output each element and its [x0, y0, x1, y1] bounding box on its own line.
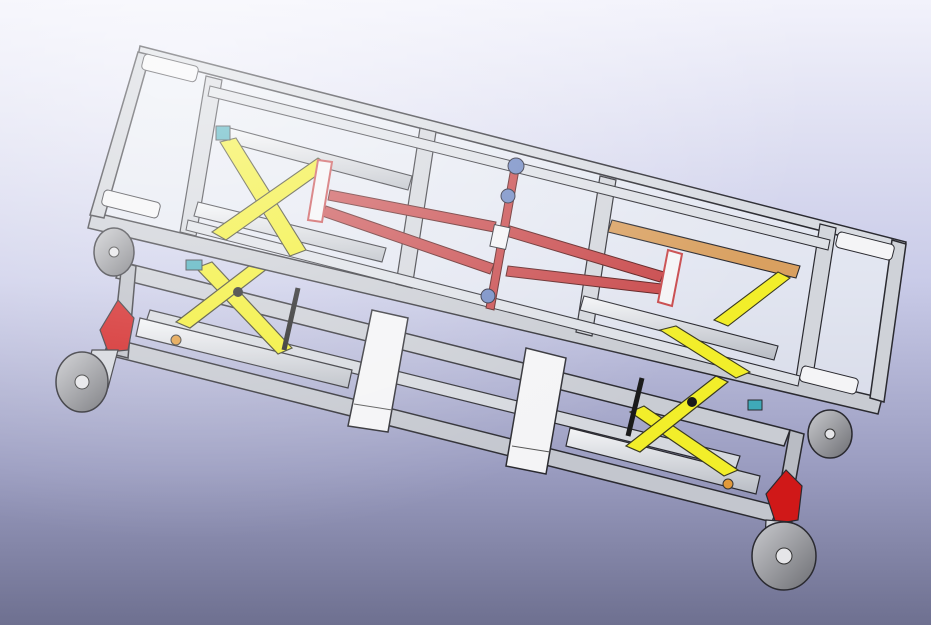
- top-frame-left-end: [89, 51, 151, 219]
- platform-handles: [101, 53, 895, 395]
- actuator-mid-gear: [500, 188, 516, 204]
- left-front-handle: [101, 189, 161, 219]
- rear-left-wheel-assembly: [93, 227, 135, 277]
- right-column-seam: [511, 445, 551, 453]
- front-left-wheel-hub: [74, 374, 90, 390]
- left-teal-bracket: [215, 125, 231, 141]
- right-teal-bracket: [747, 399, 763, 411]
- right-upper-guide-rail: [607, 219, 801, 279]
- actuator-top-gear: [507, 157, 525, 175]
- rear-right-wheel-assembly: [807, 409, 853, 459]
- front-right-wheel-hub: [775, 547, 793, 565]
- right-actuator-cylinder: [656, 248, 684, 308]
- left-scissor-pivot: [233, 287, 243, 297]
- right-upper-scissor-arm-a: [658, 325, 752, 379]
- left-rear-handle: [141, 53, 199, 83]
- right-scissor-pivot: [687, 397, 697, 407]
- front-right-caster: [751, 469, 817, 591]
- right-hydraulic-cylinder: [625, 377, 645, 437]
- right-lower-guide-rail: [565, 427, 761, 495]
- wheels: [55, 227, 853, 591]
- left-rail-roller: [170, 334, 182, 346]
- left-lower-scissor-arm-a: [194, 261, 294, 355]
- right-rear-handle: [835, 231, 895, 261]
- actuator-linkage: [306, 157, 684, 311]
- left-hydraulic-cylinder: [281, 287, 301, 351]
- top-frame: [87, 45, 907, 415]
- left-lift-column: [347, 309, 409, 433]
- rear-right-wheel-hub: [824, 428, 836, 440]
- top-frame-right-end: [869, 239, 907, 403]
- right-rail-roller: [722, 478, 734, 490]
- front-left-caster: [55, 298, 135, 413]
- left-actuator-cylinder: [306, 158, 334, 224]
- lift-columns: [347, 309, 567, 475]
- right-lift-column: [505, 347, 567, 475]
- right-front-handle: [799, 365, 859, 395]
- hydraulic-cylinders: [281, 287, 645, 437]
- actuator-center-block: [489, 223, 511, 251]
- mid-teal-bracket: [185, 259, 203, 271]
- rear-left-wheel-hub: [108, 246, 120, 258]
- front-right-caster-housing: [765, 469, 803, 525]
- front-left-caster-housing: [99, 298, 135, 353]
- left-column-seam: [353, 403, 393, 411]
- right-lower-scissor-arm-b: [624, 375, 730, 453]
- actuator-bottom-gear: [480, 288, 496, 304]
- top-frame-post-1: [179, 75, 223, 237]
- right-upper-scissor-arm-b: [712, 271, 792, 327]
- upper-mechanism: [185, 125, 801, 411]
- lower-scissors: [174, 255, 740, 477]
